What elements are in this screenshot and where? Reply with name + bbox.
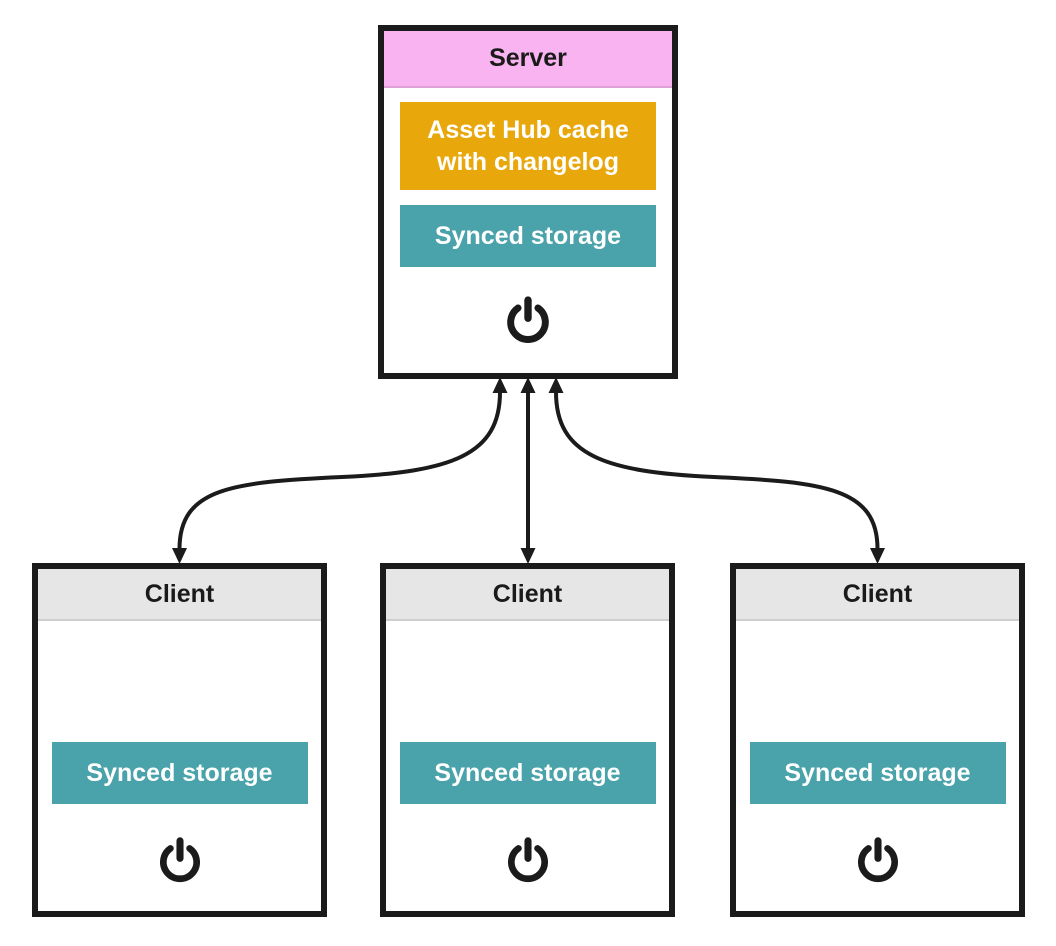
power-icon [155, 835, 205, 885]
client-node-1: Client Synced storage [32, 563, 327, 917]
power-icon [502, 294, 554, 346]
client-title: Client [736, 569, 1019, 621]
arrowhead-up-right [548, 377, 564, 393]
client-title: Client [386, 569, 669, 621]
arrowhead-up-middle [520, 377, 536, 393]
asset-hub-cache-box: Asset Hub cache with changelog [400, 102, 656, 190]
sync-arrow-right-line [554, 391, 880, 550]
server-synced-storage-box: Synced storage [400, 205, 656, 267]
arrowhead-down-left [172, 548, 187, 564]
client-title: Client [38, 569, 321, 621]
client-synced-storage-box: Synced storage [51, 742, 308, 804]
server-node: Server Asset Hub cache with changelog Sy… [378, 25, 678, 379]
sync-arrow-left-line [177, 391, 502, 550]
server-title: Server [384, 31, 672, 88]
client-node-2: Client Synced storage [380, 563, 675, 917]
client-synced-storage-box: Synced storage [749, 742, 1006, 804]
power-icon [853, 835, 903, 885]
arrowhead-up-left [492, 377, 508, 393]
arrowhead-down-right [870, 548, 885, 564]
arrowhead-down-middle [520, 548, 536, 564]
client-synced-storage-box: Synced storage [399, 742, 656, 804]
client-node-3: Client Synced storage [730, 563, 1025, 917]
power-icon [503, 835, 553, 885]
